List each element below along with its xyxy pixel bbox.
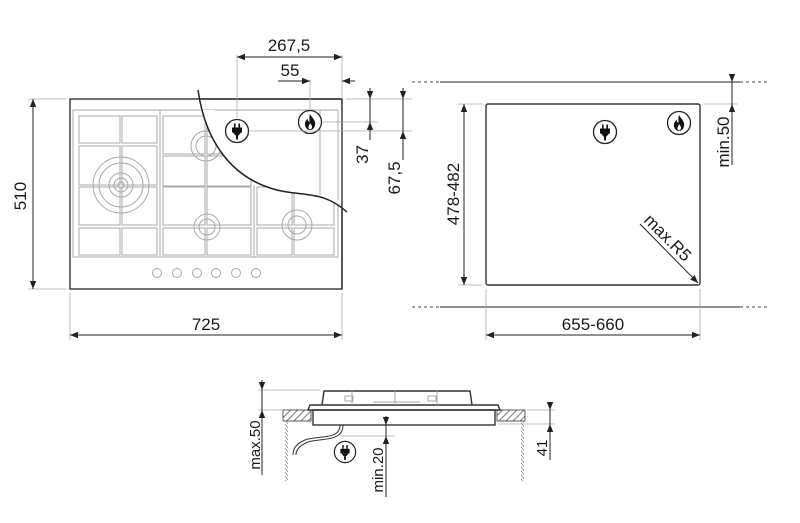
dim-plug-offset: 267,5 bbox=[268, 36, 311, 55]
dim-plug-depth: 67,5 bbox=[385, 161, 404, 194]
side-view: max.50 min.20 41 bbox=[247, 380, 555, 497]
cutout-outline bbox=[485, 103, 701, 286]
dim-cutout-height: 478-482 bbox=[444, 163, 463, 225]
cabinet-wall-left bbox=[285, 421, 288, 481]
burner-triple-crown bbox=[92, 156, 150, 214]
burner-front-center bbox=[193, 213, 221, 241]
electrical-plug-icon bbox=[333, 440, 357, 464]
electrical-plug-icon bbox=[224, 118, 250, 144]
cutaway-curve bbox=[197, 89, 348, 213]
dim-corner-radius: max.R5 bbox=[640, 210, 695, 265]
worktop-right bbox=[496, 409, 526, 422]
dim-cutout-width: 655-660 bbox=[562, 315, 624, 334]
electrical-plug-icon bbox=[592, 119, 618, 145]
cabinet-wall-right bbox=[521, 421, 524, 481]
dim-bottom-clearance: min.20 bbox=[370, 447, 387, 492]
burner-front-right bbox=[281, 209, 313, 241]
left-grate bbox=[78, 115, 158, 256]
dim-hob-height: 510 bbox=[11, 182, 30, 210]
hob-body bbox=[312, 409, 496, 426]
gas-inlet-icon bbox=[666, 110, 692, 136]
hob-top-plate bbox=[306, 404, 502, 411]
worktop-left bbox=[282, 409, 312, 422]
dim-hob-width: 725 bbox=[192, 315, 220, 334]
control-knobs bbox=[152, 268, 261, 278]
top-view: 267,5 55 37 67,5 510 725 bbox=[11, 36, 412, 340]
dim-hob-depth: 41 bbox=[534, 440, 551, 457]
dim-gas-offset: 55 bbox=[281, 61, 300, 80]
dim-gas-depth: 37 bbox=[353, 145, 372, 164]
dim-rear-clearance: min.50 bbox=[714, 116, 733, 167]
dim-top-clearance: max.50 bbox=[247, 420, 264, 469]
gas-inlet-icon bbox=[297, 109, 323, 135]
cutout-view: 478-482 655-660 min.50 max.R5 bbox=[412, 74, 768, 340]
